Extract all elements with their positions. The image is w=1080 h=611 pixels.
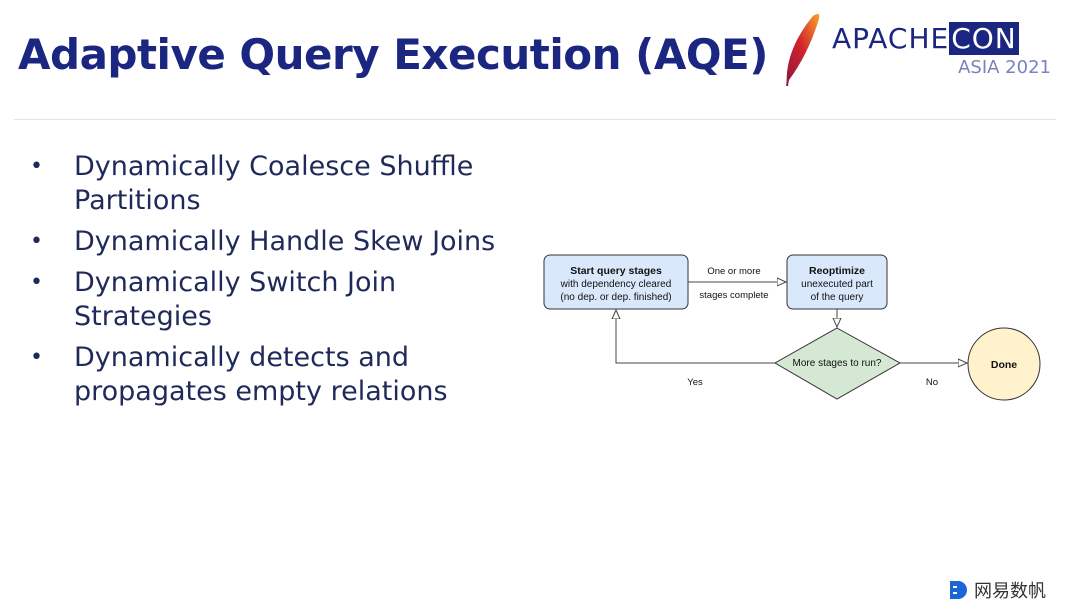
footer-brand: 网易数帆	[948, 577, 1046, 603]
reoptimize-box-line2: unexecuted part	[801, 279, 873, 290]
yes-label: Yes	[687, 377, 703, 388]
title-divider	[14, 119, 1056, 120]
start-box-title: Start query stages	[570, 265, 662, 277]
reoptimize-box: Reoptimize unexecuted part of the query	[786, 254, 888, 310]
bullet-item: • Dynamically Handle Skew Joins	[30, 225, 495, 259]
feather-icon	[786, 14, 820, 87]
no-label: No	[926, 377, 938, 388]
start-query-stages-box: Start query stages with dependency clear…	[543, 254, 689, 310]
aqe-flow-diagram: Start query stages with dependency clear…	[543, 254, 1041, 401]
bullet-dot: •	[30, 345, 43, 370]
bullet-text: Dynamically Handle Skew Joins	[74, 226, 496, 257]
edge-yes-to-start	[616, 310, 775, 364]
reoptimize-box-line3: of the query	[811, 292, 864, 303]
netease-shufan-icon	[950, 581, 967, 599]
company-name: 网易数帆	[974, 581, 1046, 602]
start-box-line3: (no dep. or dep. finished)	[560, 292, 671, 303]
reoptimize-box-title: Reoptimize	[809, 265, 865, 277]
done-label: Done	[991, 359, 1017, 371]
brand-name: APACHECON	[832, 22, 1019, 55]
bullet-dot: •	[30, 270, 43, 295]
decision-label: More stages to run?	[793, 358, 882, 369]
done-node: Done	[967, 327, 1041, 401]
decision-diamond: More stages to run?	[773, 327, 902, 400]
edge-label-line2: stages complete	[699, 290, 768, 301]
bullet-dot: •	[30, 154, 43, 179]
event-name: ASIA 2021	[958, 57, 1051, 78]
bullet-dot: •	[30, 229, 43, 254]
start-box-line2: with dependency cleared	[560, 279, 672, 290]
brand-suffix: CON	[949, 22, 1019, 55]
brand-prefix: APACHE	[832, 22, 950, 55]
apachecon-logo: APACHECON ASIA 2021	[775, 10, 1065, 90]
slide-title: Adaptive Query Execution (AQE)	[18, 30, 768, 79]
edge-label-line1: One or more	[707, 266, 760, 277]
